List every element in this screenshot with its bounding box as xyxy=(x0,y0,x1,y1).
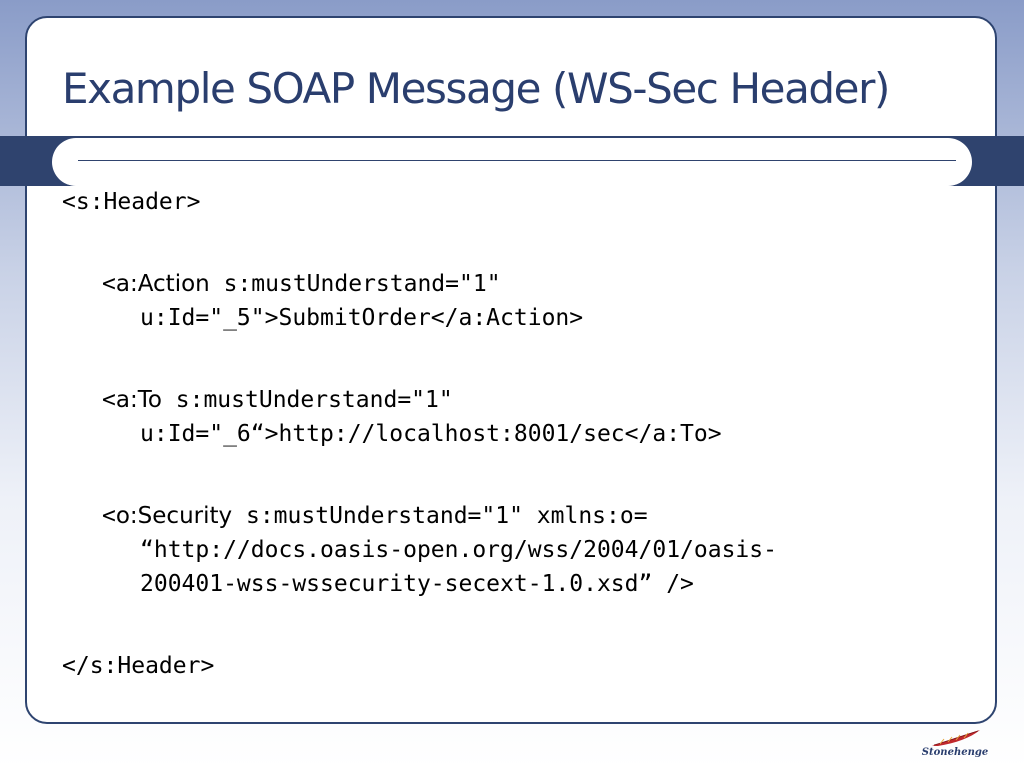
code-line-security-url: “http://docs.oasis-open.org/wss/2004/01/… xyxy=(140,537,777,563)
code-to-attrs: s:mustUnderstand="1" xyxy=(161,387,453,413)
code-security-element: o:Security xyxy=(115,503,233,529)
code-action-attrs: s:mustUnderstand="1" xyxy=(209,271,501,297)
title-divider xyxy=(78,160,956,161)
code-line-close-header: </s:Header> xyxy=(62,653,215,679)
code-line-security-xsd: 200401-wss-wssecurity-secext-1.0.xsd” /> xyxy=(140,571,694,597)
slide-title: Example SOAP Message (WS-Sec Header) xyxy=(62,64,890,113)
code-to-open: < xyxy=(102,387,116,413)
code-action-element: a:Action xyxy=(115,271,210,297)
code-to-element: a:To xyxy=(115,387,162,413)
code-line-to-cont: u:Id="_6“>http://localhost:8001/sec</a:T… xyxy=(140,421,722,447)
code-security-open: < xyxy=(102,503,116,529)
code-line-to: <a:To s:mustUnderstand="1" xyxy=(102,384,453,416)
stonehenge-logo: Stonehenge xyxy=(920,728,990,762)
title-pill xyxy=(52,138,972,186)
code-action-open: < xyxy=(102,271,116,297)
code-line-action-cont: u:Id="_5">SubmitOrder</a:Action> xyxy=(140,305,584,331)
code-security-attrs: s:mustUnderstand="1" xmlns:o= xyxy=(232,503,648,529)
feather-icon xyxy=(932,730,980,746)
slide-frame xyxy=(25,16,997,724)
code-line-action: <a:Action s:mustUnderstand="1" xyxy=(102,268,501,300)
code-line-open-header: <s:Header> xyxy=(62,189,201,215)
code-line-security: <o:Security s:mustUnderstand="1" xmlns:o… xyxy=(102,500,648,532)
logo-text: Stonehenge xyxy=(921,747,989,758)
